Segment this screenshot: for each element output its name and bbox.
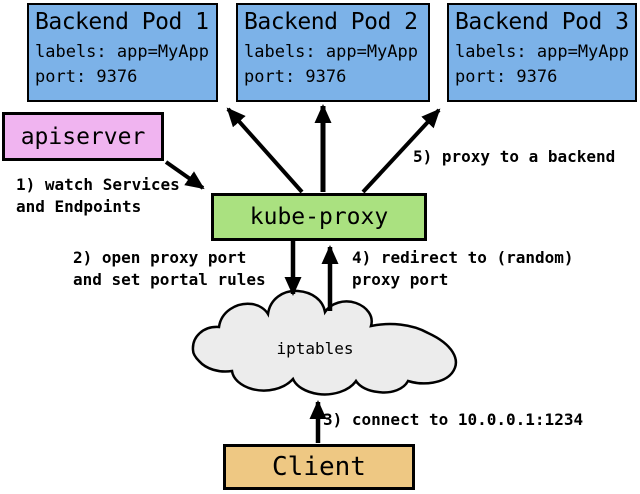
apiserver-label: apiserver (20, 123, 146, 150)
backend-pod-3-labels: labels: app=MyApp (455, 42, 629, 62)
backend-pod-2-port: port: 9376 (244, 67, 347, 87)
kube-proxy-box: kube-proxy (211, 193, 427, 241)
apiserver-box: apiserver (2, 112, 164, 161)
backend-pod-2-labels: labels: app=MyApp (244, 42, 418, 62)
kube-proxy-label: kube-proxy (249, 204, 389, 230)
backend-pod-1-labels: labels: app=MyApp (35, 42, 209, 62)
client-label: Client (272, 452, 366, 482)
backend-pod-3-port: port: 9376 (455, 67, 558, 87)
backend-pod-1-box: Backend Pod 1 labels: app=MyApp port: 93… (27, 3, 218, 102)
backend-pod-2-box: Backend Pod 2 labels: app=MyApp port: 93… (236, 3, 430, 102)
annotation-step-3: 3) connect to 10.0.0.1:1234 (323, 410, 584, 429)
backend-pod-3-box: Backend Pod 3 labels: app=MyApp port: 93… (447, 3, 637, 102)
annotation-step-5: 5) proxy to a backend (413, 147, 616, 166)
annotation-step-4: 4) redirect to (random) proxy port (352, 248, 574, 289)
arrow-kube-proxy-to-pod-1 (226, 107, 304, 194)
annotation-step-1: 1) watch Services and Endpoints (16, 175, 180, 216)
iptables-label: iptables (276, 339, 354, 358)
backend-pod-1-title: Backend Pod 1 (35, 9, 209, 35)
backend-pod-3-title: Backend Pod 3 (455, 9, 629, 35)
backend-pod-1-port: port: 9376 (35, 67, 138, 87)
annotation-step-2: 2) open proxy port and set portal rules (73, 248, 266, 289)
client-box: Client (223, 444, 415, 490)
backend-pod-2-title: Backend Pod 2 (244, 9, 418, 35)
